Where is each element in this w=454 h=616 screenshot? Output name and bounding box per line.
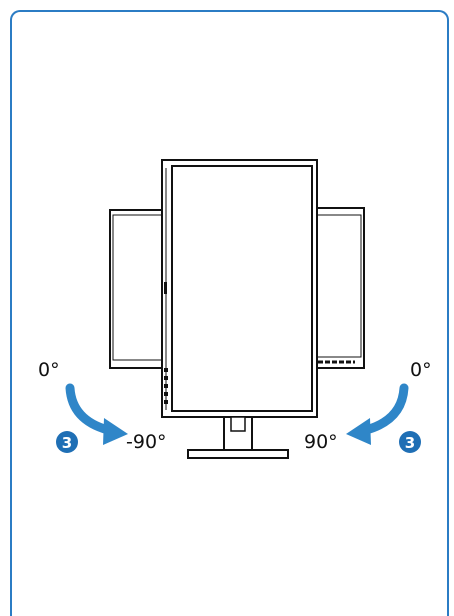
right-start-angle-label: 0° [410, 359, 432, 381]
portrait-monitor [161, 159, 318, 418]
curved-arrow-counterclockwise-icon [65, 383, 128, 445]
right-end-angle-label: 90° [304, 431, 338, 453]
diagram-frame [10, 10, 449, 616]
curved-arrow-clockwise-icon [346, 383, 409, 445]
step-badge-left-number: 3 [62, 434, 72, 452]
step-badge-right-number: 3 [405, 434, 415, 452]
monitor-stand [187, 416, 289, 459]
step-badge-right: 3 [399, 431, 421, 453]
left-end-angle-label: -90° [126, 431, 167, 453]
step-badge-left: 3 [56, 431, 78, 453]
left-start-angle-label: 0° [38, 359, 60, 381]
